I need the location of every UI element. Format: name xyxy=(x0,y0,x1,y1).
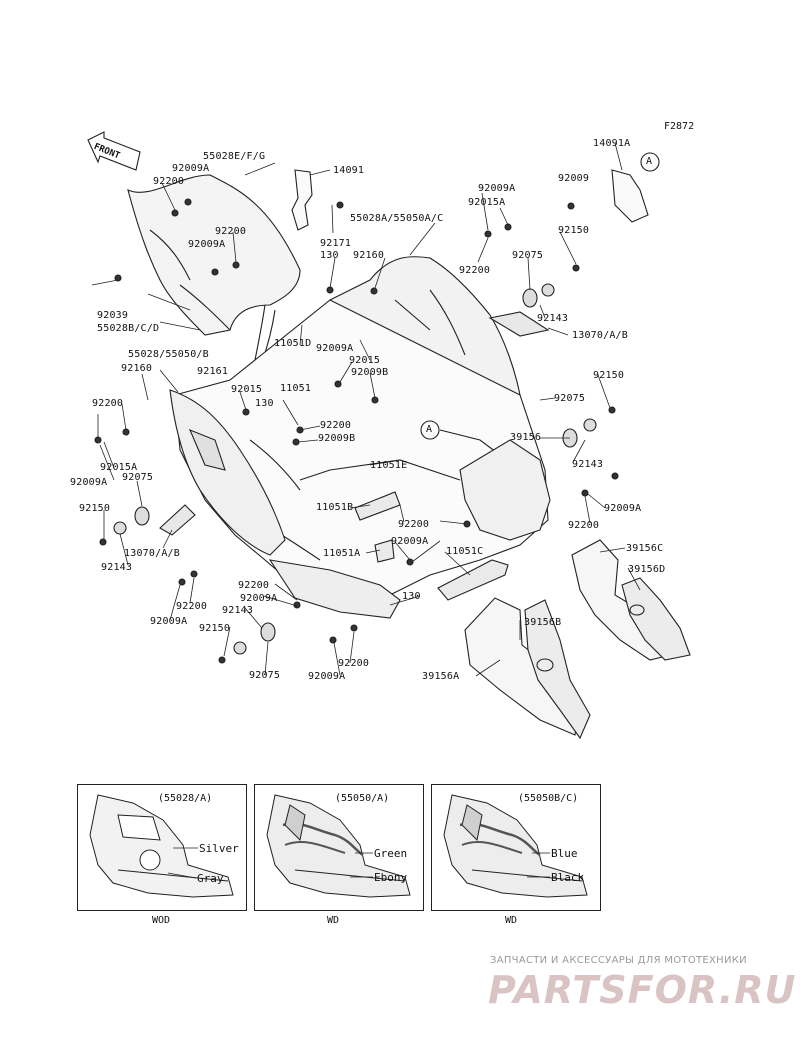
callout-a-mid: A xyxy=(426,424,433,435)
part-label: 92009B xyxy=(351,367,389,378)
part-label: 130 xyxy=(320,250,339,261)
part-label: 92200 xyxy=(398,519,430,530)
part-label: 92009A xyxy=(70,477,108,488)
part-label: 92200 xyxy=(568,520,600,531)
part-label: 92009A xyxy=(150,616,188,627)
part-label: 92143 xyxy=(537,313,569,324)
part-label: 55028/55050/B xyxy=(128,349,209,360)
watermark-tagline: ЗАПЧАСТИ И АКСЕССУАРЫ ДЛЯ МОТОТЕХНИКИ xyxy=(490,955,747,966)
watermark-logo: PARTSFOR.RU xyxy=(488,968,797,1012)
color-box-footer: WD xyxy=(505,915,518,926)
part-label: 92143 xyxy=(222,605,254,616)
part-label: 92200 xyxy=(320,420,352,431)
part-label: 92161 xyxy=(197,366,229,377)
color-box-title: (55028/A) xyxy=(158,793,213,804)
part-label: 92009A xyxy=(172,163,210,174)
color-label: Gray xyxy=(197,872,224,885)
part-label: 92160 xyxy=(353,250,385,261)
part-label: 11051E xyxy=(370,460,408,471)
part-label: 92200 xyxy=(238,580,270,591)
part-label: 11051A xyxy=(323,548,361,559)
part-label: 92160 xyxy=(121,363,153,374)
part-label: 92200 xyxy=(153,176,185,187)
part-label: 92039 xyxy=(97,310,129,321)
part-label: 92075 xyxy=(554,393,586,404)
part-label: 130 xyxy=(255,398,274,409)
color-label: Silver xyxy=(199,842,239,855)
part-label: 55028E/F/G xyxy=(203,151,266,162)
part-label: 14091A xyxy=(593,138,631,149)
color-variant-box-1: (55028/A) Silver Gray xyxy=(77,784,247,911)
part-label: 11051C xyxy=(446,546,484,557)
side-panel-silhouette xyxy=(89,794,234,898)
part-label: 92200 xyxy=(338,658,370,669)
color-box-title: (55050B/C) xyxy=(518,793,579,804)
part-label: 92075 xyxy=(122,472,154,483)
side-panel-silhouette xyxy=(443,794,588,898)
side-panel-silhouette xyxy=(266,794,411,898)
color-variant-box-3: (55050B/C) Blue Black xyxy=(431,784,601,911)
color-box-footer: WD xyxy=(327,915,340,926)
part-label: 55028A/55050A/C xyxy=(350,213,444,224)
part-label: 92009A xyxy=(188,239,226,250)
part-label: 92200 xyxy=(459,265,491,276)
part-label: 92009A xyxy=(478,183,516,194)
part-label: 92015A xyxy=(468,197,506,208)
part-label: 92015A xyxy=(100,462,138,473)
part-label: 11051D xyxy=(274,338,312,349)
part-label: 92009 xyxy=(558,173,590,184)
color-label: Green xyxy=(374,847,408,860)
part-label: 92143 xyxy=(572,459,604,470)
part-label: 92009B xyxy=(318,433,356,444)
part-label: 39156B xyxy=(524,617,562,628)
color-variant-box-2: (55050/A) Green Ebony xyxy=(254,784,424,911)
part-label: 13070/A/B xyxy=(124,548,180,559)
part-label: 130 xyxy=(402,591,421,602)
part-label: 39156 xyxy=(510,432,542,443)
part-label: 92009A xyxy=(604,503,642,514)
part-label: 92075 xyxy=(512,250,544,261)
part-label: 11051 xyxy=(280,383,312,394)
part-label: 92143 xyxy=(101,562,133,573)
part-label: 92150 xyxy=(79,503,111,514)
part-label: 92150 xyxy=(199,623,231,634)
part-label: 92015 xyxy=(349,355,381,366)
part-label: 92015 xyxy=(231,384,263,395)
part-label: 92150 xyxy=(558,225,590,236)
color-label: Blue xyxy=(551,847,578,860)
part-label: 55028B/C/D xyxy=(97,323,160,334)
part-label: 39156C xyxy=(626,543,664,554)
part-label: 11051B xyxy=(316,502,354,513)
part-label: 92150 xyxy=(593,370,625,381)
part-label: 92009A xyxy=(308,671,346,682)
part-label: 92200 xyxy=(215,226,247,237)
callout-a-top: A xyxy=(646,156,653,167)
color-label: Ebony xyxy=(374,871,408,884)
part-label: 14091 xyxy=(333,165,365,176)
figure-code: F2872 xyxy=(664,121,695,132)
part-label: 92009A xyxy=(240,593,278,604)
part-label: 39156D xyxy=(628,564,666,575)
part-label: 92200 xyxy=(92,398,124,409)
color-box-title: (55050/A) xyxy=(335,793,390,804)
part-label: 92009A xyxy=(316,343,354,354)
part-label: 92009A xyxy=(391,536,429,547)
part-label: 39156A xyxy=(422,671,460,682)
front-arrow-icon xyxy=(87,131,141,171)
color-label: Black xyxy=(551,871,585,884)
color-box-footer: WOD xyxy=(152,915,171,926)
part-label: 92075 xyxy=(249,670,281,681)
part-label: 92200 xyxy=(176,601,208,612)
part-label: 13070/A/B xyxy=(572,330,628,341)
part-label: 92171 xyxy=(320,238,352,249)
